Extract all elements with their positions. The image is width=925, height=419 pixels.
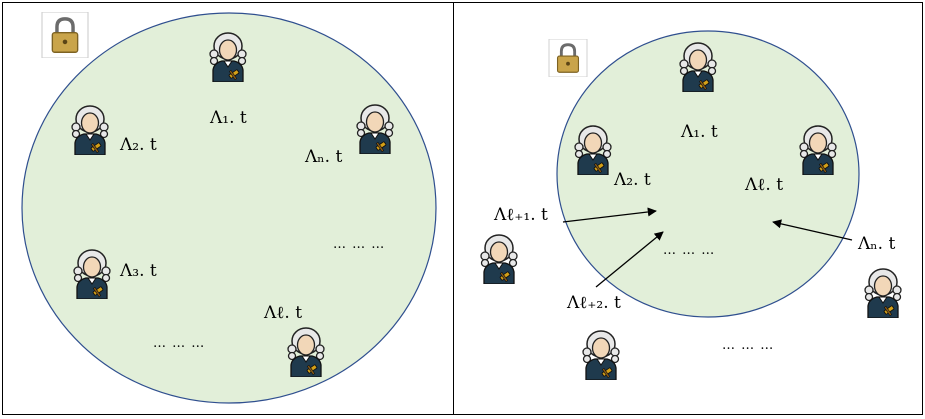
arrow-leave-n — [772, 219, 853, 241]
label-lambda-1: Λ₁. t — [210, 108, 247, 128]
judge-icon — [71, 105, 109, 155]
ellipsis-b: … … … — [153, 336, 206, 351]
arrow-join-l2 — [595, 231, 664, 288]
judge-icon — [679, 42, 717, 92]
judge-icon — [799, 125, 837, 175]
judge-icon — [73, 249, 111, 299]
judge-icon — [287, 327, 325, 377]
padlock-icon — [547, 39, 589, 77]
label-lambda-n: Λₙ. t — [305, 147, 343, 167]
label-lambda-1: Λ₁. t — [681, 122, 718, 142]
label-lambda-ell: Λℓ. t — [264, 303, 303, 323]
ellipsis-a: … … … — [663, 243, 716, 258]
ellipsis-b: … … … — [722, 338, 775, 353]
right-group-circle — [556, 30, 860, 318]
judge-icon — [574, 125, 612, 175]
arrow-join-l1 — [562, 207, 657, 223]
label-lambda-3: Λ₃. t — [120, 261, 157, 281]
judge-icon — [864, 268, 902, 318]
ellipsis-a: … … … — [333, 237, 386, 252]
label-lambda-2: Λ₂. t — [120, 135, 157, 155]
padlock-icon — [42, 12, 88, 58]
label-lambda-ell: Λℓ. t — [745, 175, 784, 195]
left-group-circle — [21, 12, 437, 404]
label-lambda-n: Λₙ. t — [858, 234, 896, 254]
label-lambda-2: Λ₂. t — [614, 170, 651, 190]
judge-icon — [582, 330, 620, 380]
label-lambda-ell-plus-1: Λℓ₊₁. t — [494, 205, 548, 225]
judge-icon — [209, 32, 247, 82]
label-lambda-ell-plus-2: Λℓ₊₂. t — [567, 293, 621, 313]
judge-icon — [356, 104, 394, 154]
judge-icon — [480, 234, 518, 284]
